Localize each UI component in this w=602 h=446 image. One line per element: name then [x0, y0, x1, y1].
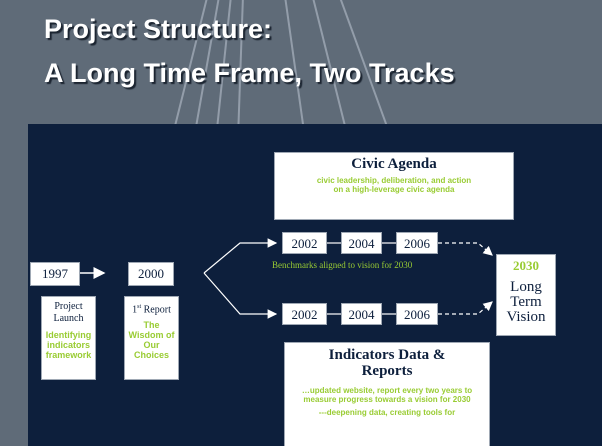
bottom-track-year-box: 2004 [341, 303, 382, 325]
top-track-year-box: 2006 [396, 232, 438, 254]
vision-line2: Term [510, 294, 542, 310]
vision-year: 2030 [513, 258, 539, 273]
top-track-year-box: 2004 [341, 232, 382, 254]
connector-arrows [80, 238, 493, 319]
report-sup: st [137, 304, 142, 310]
report-subtitle: The Wisdom of Our Choices [128, 320, 175, 361]
civic-agenda-title: Civic Agenda [351, 156, 437, 172]
vision-line1: Long [510, 279, 542, 295]
launch-line2: Launch [53, 313, 84, 324]
year-1997-box: 1997 [30, 262, 80, 286]
indicators-box: Indicators Data & Reports …updated websi… [284, 342, 490, 446]
first-report-box: 1st Report The Wisdom of Our Choices [124, 296, 179, 380]
year-2000-box: 2000 [128, 262, 174, 286]
diagram-panel: Civic Agenda civic leadership, deliberat… [28, 124, 602, 446]
bottom-track-year-box: 2002 [282, 303, 327, 325]
indicators-description-2: ---deepening data, creating tools for [318, 408, 456, 417]
vision-2030-box: 2030 Long Term Vision [496, 254, 556, 336]
report-prefix: 1 [132, 304, 138, 316]
vision-text: Long Term Vision [497, 280, 555, 325]
arrow-to-top-track [203, 238, 278, 274]
civic-agenda-description: civic leadership, deliberation, and acti… [316, 176, 472, 194]
vision-line3: Vision [506, 309, 546, 325]
indicators-title: Indicators Data & Reports [328, 347, 446, 379]
indicators-description: …updated website, report every two years… [301, 386, 473, 404]
project-launch-box: Project Launch Identifying indicators fr… [41, 296, 96, 380]
arrow-to-vision-bottom [438, 301, 493, 315]
civic-agenda-box: Civic Agenda civic leadership, deliberat… [274, 152, 514, 220]
benchmarks-label: Benchmarks aligned to vision for 2030 [272, 260, 413, 270]
bottom-track-year-box: 2006 [396, 303, 438, 325]
slide-title-line1: Project Structure: [44, 14, 273, 44]
launch-subtitle: Identifying indicators framework [45, 330, 92, 360]
first-report-label: 1st Report [125, 301, 178, 316]
arrow-to-bottom-track [203, 272, 278, 319]
slide-title-line2: A Long Time Frame, Two Tracks [44, 58, 455, 88]
arrow-to-vision-top [438, 242, 493, 256]
launch-line1: Project [54, 301, 83, 312]
top-track-year-box: 2002 [282, 232, 327, 254]
report-suffix: Report [141, 304, 171, 316]
